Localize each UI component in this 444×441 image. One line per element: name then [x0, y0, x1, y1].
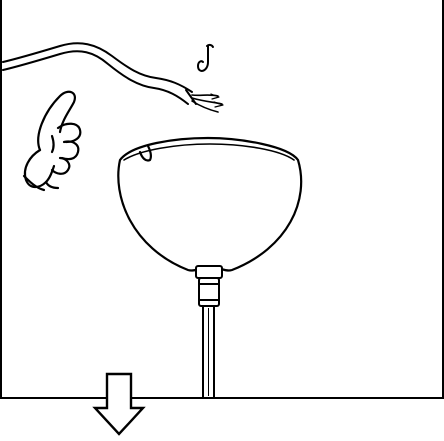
lamp-socket-icon — [195, 265, 223, 307]
ceiling-panel — [0, 0, 444, 399]
ceiling-hook-icon — [196, 43, 214, 72]
electrical-wire-icon — [2, 42, 224, 113]
pointing-hand-icon — [22, 90, 82, 192]
pendant-rod-icon — [202, 305, 215, 399]
dome-lamp-shade-icon — [117, 136, 303, 272]
ceiling-panel-frame — [0, 0, 444, 399]
down-arrow-icon — [92, 372, 146, 436]
lamp-shade-body — [117, 136, 303, 272]
